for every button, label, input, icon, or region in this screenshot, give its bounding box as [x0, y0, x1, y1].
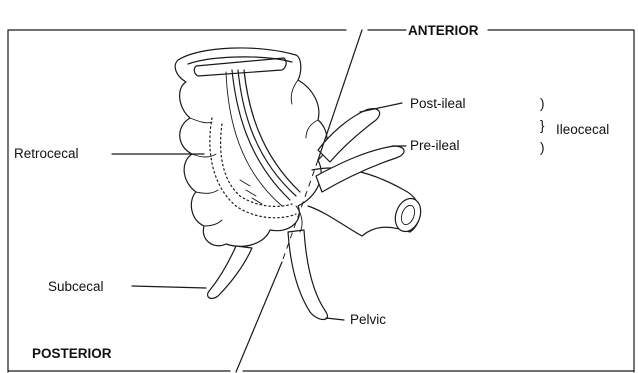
retrocecal-label: Retrocecal [14, 146, 79, 161]
post-ileal-label: Post-ileal [410, 96, 466, 111]
plane-line [236, 30, 362, 372]
brace-top: ) [540, 96, 545, 111]
leader-lines [112, 103, 406, 320]
anterior-label: ANTERIOR [408, 23, 479, 38]
pelvic-appendix [288, 230, 327, 320]
diagram-frame [8, 30, 634, 372]
subcecal-appendix [208, 246, 252, 298]
pelvic-label: Pelvic [350, 312, 386, 327]
brace-mid: } [540, 118, 545, 133]
brace-bottom: ) [540, 140, 545, 155]
pre-ileal-label: Pre-ileal [410, 138, 460, 153]
cecum-illustration [175, 48, 327, 246]
ileocecal-label: Ileocecal [556, 122, 609, 137]
posterior-label: POSTERIOR [32, 346, 112, 361]
subcecal-label: Subcecal [48, 279, 104, 294]
